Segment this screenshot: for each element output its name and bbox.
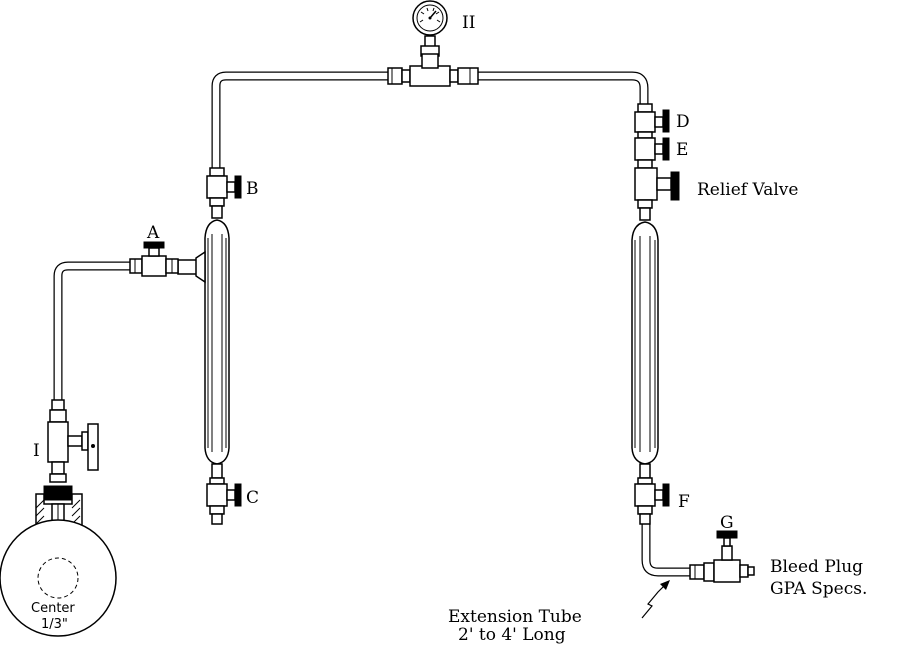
bleed-plug-label-line1: Bleed Plug (770, 557, 863, 577)
pressure-gauge (387, 0, 479, 87)
valve-a (129, 241, 179, 277)
pipe-tap-probe (0, 485, 117, 637)
valve-g-label: G (720, 513, 734, 533)
valve-f-label: F (678, 492, 690, 512)
extension-tube-label-line1: Extension Tube (448, 607, 582, 627)
valve-a-label: A (146, 223, 160, 243)
valve-d-label: D (676, 112, 690, 132)
extension-tube-label-line2: 2' to 4' Long (458, 625, 566, 645)
gauge-label: II (462, 13, 475, 33)
valve-e-label: E (676, 140, 688, 160)
valve-i (47, 399, 99, 483)
relief-valve-label: Relief Valve (697, 180, 798, 200)
valve-c-label: C (246, 488, 259, 508)
valve-g-assembly (689, 530, 755, 583)
right-sample-cylinder (631, 103, 680, 525)
center-label-line2: 1/3" (41, 617, 68, 632)
extension-tube-leader (641, 580, 670, 619)
tubing (53, 71, 690, 577)
bleed-plug-label-line2: GPA Specs. (770, 579, 867, 599)
center-label-line1: Center (31, 601, 75, 616)
valve-b-label: B (246, 179, 259, 199)
left-sample-cylinder (177, 167, 242, 525)
valve-i-label: I (33, 441, 40, 461)
gauge-ticks-icon (419, 7, 441, 23)
